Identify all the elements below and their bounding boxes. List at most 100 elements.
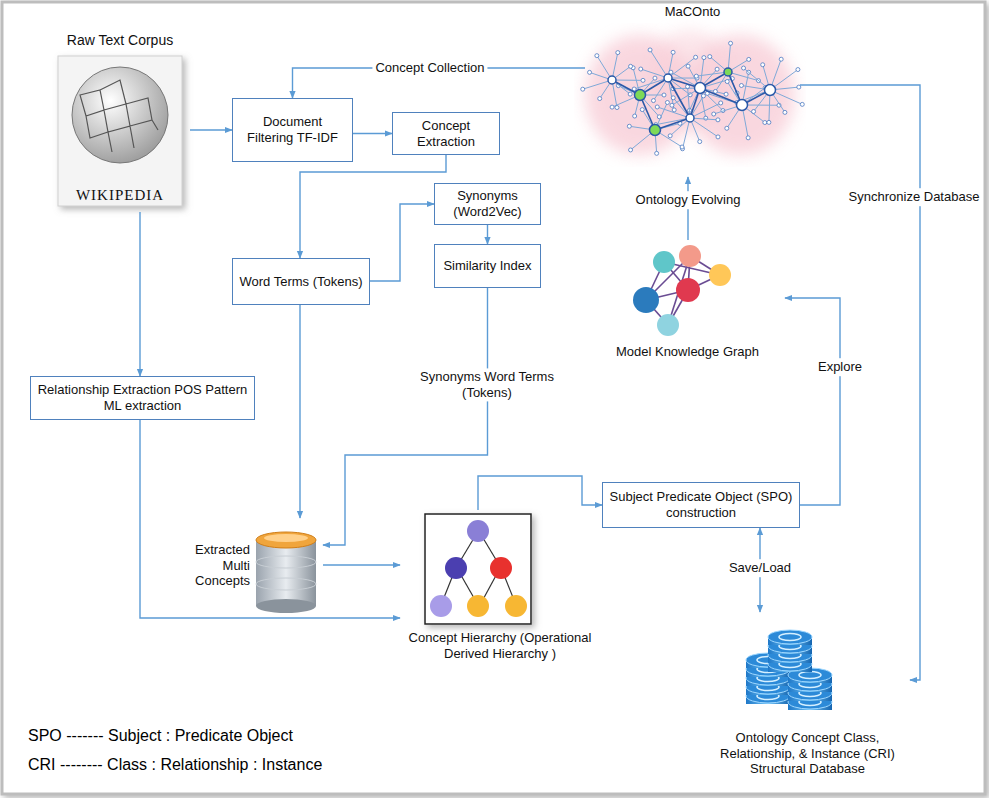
graph-leaf: [648, 48, 652, 52]
graph-leaf: [761, 63, 765, 67]
flow-connector: [353, 133, 392, 134]
graph-leaf: [672, 108, 676, 112]
connector-label: Synchronize Database: [846, 188, 983, 206]
hierarchy-store: Concept Hierarchy (Operational Derived H…: [400, 510, 600, 670]
node-label: Relationship Extraction POS Pattern ML e…: [37, 382, 248, 413]
graph-leaf: [715, 67, 719, 71]
graph-leaf: [742, 66, 746, 70]
database-store: Ontology Concept Class, Relationship, & …: [705, 612, 910, 794]
graph-spoke: [683, 118, 690, 149]
knowledge-graph: Model Knowledge Graph: [590, 240, 785, 365]
node-label: MaCOnto: [585, 4, 800, 20]
graph-spoke: [650, 50, 668, 78]
flow-connector: [487, 225, 488, 244]
process-box: Concept Extraction: [392, 112, 500, 155]
process-box: Word Terms (Tokens): [232, 258, 370, 305]
flow-connector: [800, 85, 920, 680]
graph-spoke: [668, 57, 696, 78]
graph-leaf: [763, 121, 767, 125]
flow-connector: [323, 564, 400, 565]
graph-leaf: [746, 136, 750, 140]
graph-hub: [765, 85, 776, 96]
graph-link: [668, 78, 690, 118]
database-coins-icon: [746, 630, 832, 710]
knowledge-graph-illustration: [633, 245, 731, 336]
corpus-source: Raw Text CorpusWIKIPEDIA: [50, 32, 190, 212]
graph-leaf: [595, 54, 599, 58]
hierarchy-icon: [425, 514, 531, 624]
database-store: Extracted Multi Concepts: [178, 518, 323, 610]
flow-connector: [190, 129, 232, 130]
graph-leaf: [655, 151, 659, 155]
node-label: Synonyms (Word2Vec): [441, 188, 534, 219]
process-box: Subject Predicate Object (SPO) construct…: [602, 482, 800, 528]
graph-leaf: [653, 76, 657, 80]
coin-face: [768, 630, 812, 644]
graph-leaf: [694, 74, 698, 78]
graph-leaf: [779, 57, 783, 61]
graph-leaf: [686, 64, 690, 68]
connector-label: Explore: [815, 358, 865, 376]
graph-leaf: [598, 97, 602, 101]
graph-leaf: [616, 51, 620, 55]
graph-hub: [664, 74, 672, 82]
graph-leaf: [671, 50, 675, 54]
graph-leaf: [729, 41, 733, 45]
database-icon: [256, 532, 316, 613]
graph-leaf: [783, 110, 787, 114]
graph-leaf: [628, 92, 632, 96]
graph-leaf: [800, 102, 804, 106]
graph-leaf: [767, 120, 771, 124]
graph-leaf: [627, 124, 631, 128]
process-box: Similarity Index: [434, 244, 541, 288]
coin-mark: [799, 672, 821, 679]
graph-leaf: [639, 67, 643, 71]
graph-leaf: [640, 108, 644, 112]
node-label: Concept Extraction: [399, 118, 493, 149]
graph-leaf: [747, 57, 751, 61]
logo-wordmark: WIKIPEDIA: [50, 186, 190, 204]
graph-leaf: [724, 92, 728, 96]
graph-leaf: [716, 118, 720, 122]
graph-leaf: [633, 114, 637, 118]
flow-connector: [785, 298, 840, 505]
node-label: Model Knowledge Graph: [590, 344, 785, 360]
graph-leaf: [694, 55, 698, 59]
node-label: Word Terms (Tokens): [239, 274, 362, 290]
flow-connector: [323, 288, 488, 545]
flow-connector: [140, 420, 400, 618]
graph-leaf: [665, 100, 669, 104]
graph-leaf: [739, 83, 743, 87]
connector-label: Synonyms Word Terms (Tokens): [414, 368, 560, 401]
graph-leaf: [651, 99, 655, 103]
graph-leaf: [752, 110, 756, 114]
graph-leaf: [641, 78, 645, 82]
graph-hub: [686, 114, 694, 122]
node-label: Concept Hierarchy (Operational Derived H…: [400, 630, 600, 661]
flow-connector: [139, 212, 140, 376]
flow-connector: [478, 476, 602, 510]
graph-link: [700, 88, 742, 105]
graph-leaf: [670, 103, 674, 107]
graph-leaf: [725, 126, 729, 130]
connector-label: Ontology Evolving: [633, 191, 744, 209]
graph-leaf: [629, 64, 633, 68]
graph-leaf: [588, 70, 592, 74]
flow-connector: [300, 155, 446, 258]
graph-leaf: [610, 105, 614, 109]
graph-leaf: [698, 140, 702, 144]
process-box: Relationship Extraction POS Pattern ML e…: [30, 376, 255, 420]
graph-hub: [650, 125, 661, 136]
flow-connector: [370, 204, 434, 281]
graph-leaf: [662, 93, 666, 97]
graph-hub: [737, 100, 748, 111]
flow-connector: [299, 305, 300, 518]
graph-leaf: [702, 56, 706, 60]
node-label: Document Filtering TF-IDF: [239, 114, 346, 145]
node-label: Subject Predicate Object (SPO) construct…: [609, 489, 793, 520]
connector-label: Concept Collection: [372, 59, 487, 77]
graph-leaf: [712, 112, 716, 116]
connector-label: Save/Load: [726, 559, 794, 577]
ontology-graph-illustration: [581, 30, 805, 155]
